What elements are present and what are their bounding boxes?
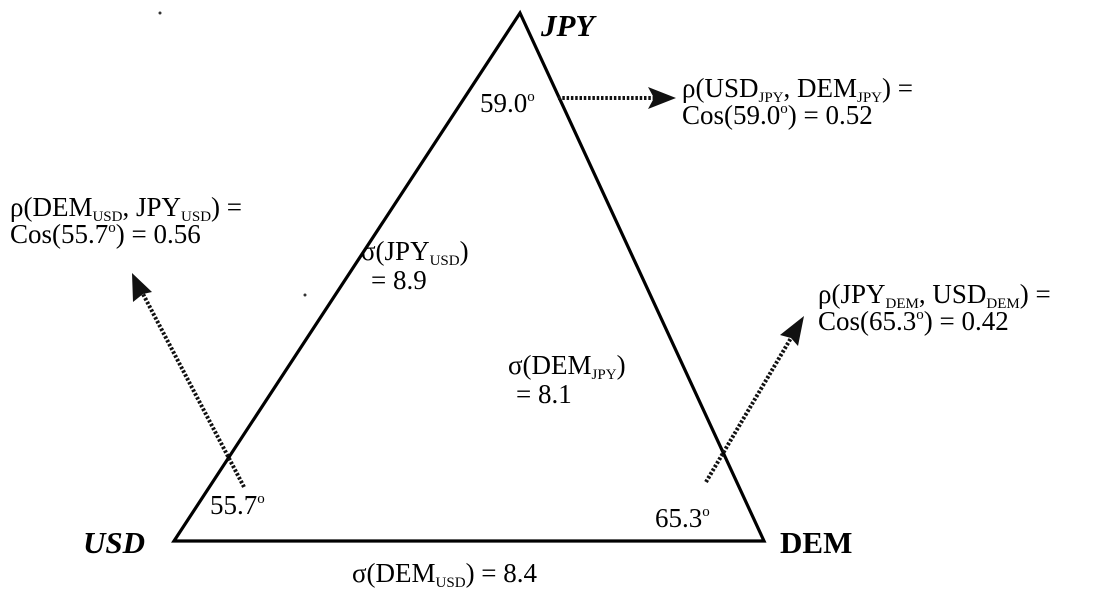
- degree-mark: o: [257, 491, 265, 507]
- arrow-top-to-correlation: [558, 87, 676, 109]
- corr-right-cos-b: ) = 0.42: [924, 306, 1009, 336]
- corr-left-cos-a: Cos(55.7: [10, 219, 108, 249]
- corr-top-b-sub: JPY: [857, 90, 882, 106]
- side-label-right-sub: JPY: [592, 367, 617, 383]
- degree-mark: o: [916, 307, 924, 323]
- angle-value-left: 55.7: [210, 490, 257, 520]
- correlation-cos-right: Cos(65.3o) = 0.42: [818, 306, 1009, 336]
- side-label-right-sym: σ(: [508, 350, 532, 380]
- corr-left-rho: ρ(: [10, 192, 32, 222]
- side-label-bottom-sym: σ(: [352, 558, 376, 588]
- corr-left-cos-b: ) = 0.56: [116, 219, 201, 249]
- side-label-left-sub: USD: [430, 253, 460, 269]
- degree-mark: o: [702, 504, 710, 520]
- side-value-right: = 8.1: [516, 379, 572, 409]
- corr-top-end: ) =: [882, 73, 913, 103]
- degree-mark: o: [108, 220, 116, 236]
- angle-value-top: 59.0: [480, 88, 527, 118]
- side-label-right-close: ): [617, 350, 626, 380]
- corr-right-a: JPY: [840, 279, 885, 309]
- corr-top-sep: ,: [784, 73, 798, 103]
- angle-label-top: 59.0o: [480, 88, 535, 118]
- corr-right-b: USD: [932, 279, 986, 309]
- correlation-cos-left: Cos(55.7o) = 0.56: [10, 219, 201, 249]
- corr-top-cos-b: ) = 0.52: [788, 100, 873, 130]
- arrowhead-icon: [132, 273, 152, 302]
- angle-label-left: 55.7o: [210, 490, 265, 520]
- stray-speck: [303, 293, 307, 297]
- corr-right-cos-a: Cos(65.3: [818, 306, 916, 336]
- correlation-label-left: ρ(DEMUSD, JPYUSD) =: [10, 192, 242, 225]
- side-label-right: σ(DEMJPY): [508, 350, 626, 383]
- vertex-label-usd: USD: [83, 525, 145, 560]
- arrow-right-to-correlation: [704, 316, 804, 484]
- corr-left-sep: ,: [122, 192, 136, 222]
- side-label-bottom-close: ) = 8.4: [466, 558, 538, 588]
- corr-left-b: JPY: [136, 192, 181, 222]
- angle-value-right: 65.3: [655, 503, 702, 533]
- arrowhead-icon: [648, 87, 676, 109]
- side-value-left: = 8.9: [371, 265, 427, 295]
- arrow-left-to-correlation: [132, 273, 246, 488]
- corr-left-a-sub: USD: [92, 209, 122, 225]
- corr-right-rho: ρ(: [818, 279, 840, 309]
- side-label-left-sym: σ(: [361, 236, 385, 266]
- side-label-left-base: JPY: [385, 236, 430, 266]
- degree-mark: o: [527, 89, 535, 105]
- corr-left-end: ) =: [211, 192, 242, 222]
- triangle-outline: [171, 9, 767, 543]
- stray-speck: [158, 11, 162, 15]
- side-label-left-close: ): [460, 236, 469, 266]
- corr-right-a-sub: DEM: [886, 296, 919, 312]
- arrowhead-icon: [780, 316, 804, 346]
- corr-right-end: ) =: [1020, 279, 1051, 309]
- corr-top-b: DEM: [797, 73, 857, 103]
- corr-top-rho: ρ(: [682, 73, 704, 103]
- corr-top-a: USD: [704, 73, 758, 103]
- vertex-label-dem: DEM: [780, 525, 852, 560]
- angle-label-right: 65.3o: [655, 503, 710, 533]
- side-label-right-base: DEM: [532, 350, 592, 380]
- corr-left-b-sub: USD: [181, 209, 211, 225]
- correlation-label-right: ρ(JPYDEM, USDDEM) =: [818, 279, 1051, 312]
- corr-left-a: DEM: [32, 192, 92, 222]
- correlation-cos-top: Cos(59.0o) = 0.52: [682, 100, 873, 130]
- side-label-bottom: σ(DEMUSD) = 8.4: [352, 558, 538, 589]
- corr-top-cos-a: Cos(59.0: [682, 100, 780, 130]
- corr-right-sep: ,: [919, 279, 933, 309]
- side-label-left: σ(JPYUSD): [361, 236, 469, 269]
- vertex-label-jpy: JPY: [540, 8, 597, 43]
- corr-right-b-sub: DEM: [986, 296, 1019, 312]
- corr-top-a-sub: JPY: [758, 90, 783, 106]
- side-label-bottom-base: DEM: [376, 558, 436, 588]
- side-label-bottom-sub: USD: [436, 575, 466, 589]
- degree-mark: o: [780, 101, 788, 117]
- correlation-label-top: ρ(USDJPY, DEMJPY) =: [682, 73, 913, 106]
